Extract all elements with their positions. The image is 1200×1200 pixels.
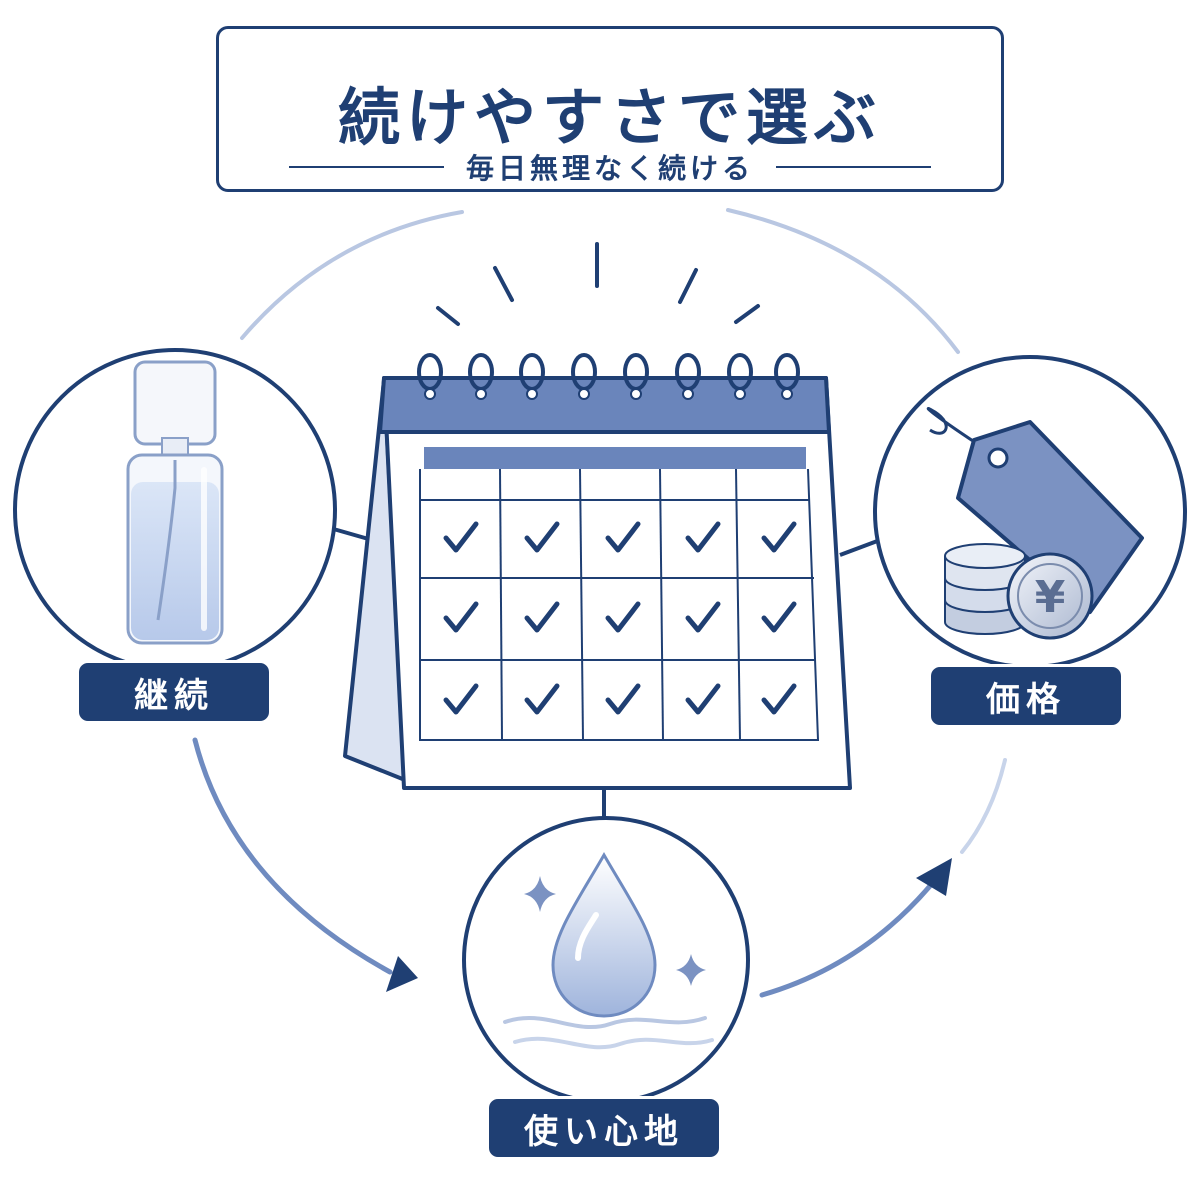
- label-price: 価格: [928, 664, 1124, 728]
- connector-left: [329, 526, 373, 542]
- check-mark: [443, 521, 479, 553]
- calendar-title-bar: [424, 447, 806, 469]
- yen-coin: [1006, 552, 1094, 640]
- check-mark: [524, 601, 560, 633]
- check-mark: [605, 601, 641, 633]
- subtitle-rule-left: [289, 166, 444, 168]
- title-box: 続けやすさで選ぶ 毎日無理なく続ける: [216, 26, 1004, 192]
- cycle-arc-bottom-right: [759, 877, 938, 998]
- calendar-rings: [417, 353, 800, 400]
- subtitle: 毎日無理なく続ける: [466, 152, 755, 185]
- binder-ring: [417, 353, 443, 400]
- check-mark: [524, 521, 560, 553]
- binder-ring: [571, 353, 597, 400]
- check-mark: [685, 683, 721, 715]
- binder-ring: [675, 353, 701, 400]
- check-mark: [443, 601, 479, 633]
- sparkle-icon: [676, 954, 706, 986]
- subtitle-rule-right: [776, 166, 932, 168]
- calendar-checks: [443, 521, 797, 715]
- cycle-arc-bottom-left: [192, 737, 393, 975]
- check-mark: [685, 521, 721, 553]
- bottle-icon: [126, 360, 224, 645]
- check-mark: [685, 601, 721, 633]
- sparkle-rays: [436, 242, 760, 326]
- check-mark: [761, 601, 797, 633]
- check-mark: [761, 521, 797, 553]
- sparkle-icon: [524, 876, 556, 912]
- cycle-arrowhead-right: [916, 858, 952, 896]
- connector-right: [839, 538, 881, 557]
- calendar-grid: [419, 468, 820, 741]
- cycle-arc-top-left: [240, 210, 464, 340]
- check-mark: [524, 683, 560, 715]
- cycle-arc-right-fade: [960, 758, 1007, 854]
- label-usability: 使い心地: [486, 1096, 722, 1160]
- cycle-arrowhead-left: [386, 956, 418, 992]
- check-mark: [443, 683, 479, 715]
- coin-stack: [944, 543, 1026, 635]
- calendar-header-band: [378, 376, 831, 434]
- check-mark: [605, 521, 641, 553]
- binder-ring: [774, 353, 800, 400]
- calendar-page: [382, 376, 852, 790]
- check-mark: [605, 683, 641, 715]
- checked-calendar-icon: [343, 353, 852, 790]
- price-tag-coins-icon: ¥: [926, 407, 1144, 640]
- subtitle-row: 毎日無理なく続ける: [289, 147, 932, 187]
- binder-ring: [519, 353, 545, 400]
- binder-ring: [727, 353, 753, 400]
- check-mark: [761, 683, 797, 715]
- yen-symbol: ¥: [1035, 572, 1066, 623]
- binder-ring: [623, 353, 649, 400]
- page-title: 続けやすさで選ぶ: [337, 81, 882, 154]
- label-continuation: 継続: [76, 660, 272, 724]
- binder-ring: [468, 353, 494, 400]
- cycle-arc-top-right: [726, 208, 960, 354]
- water-drop-icon: [503, 852, 714, 1050]
